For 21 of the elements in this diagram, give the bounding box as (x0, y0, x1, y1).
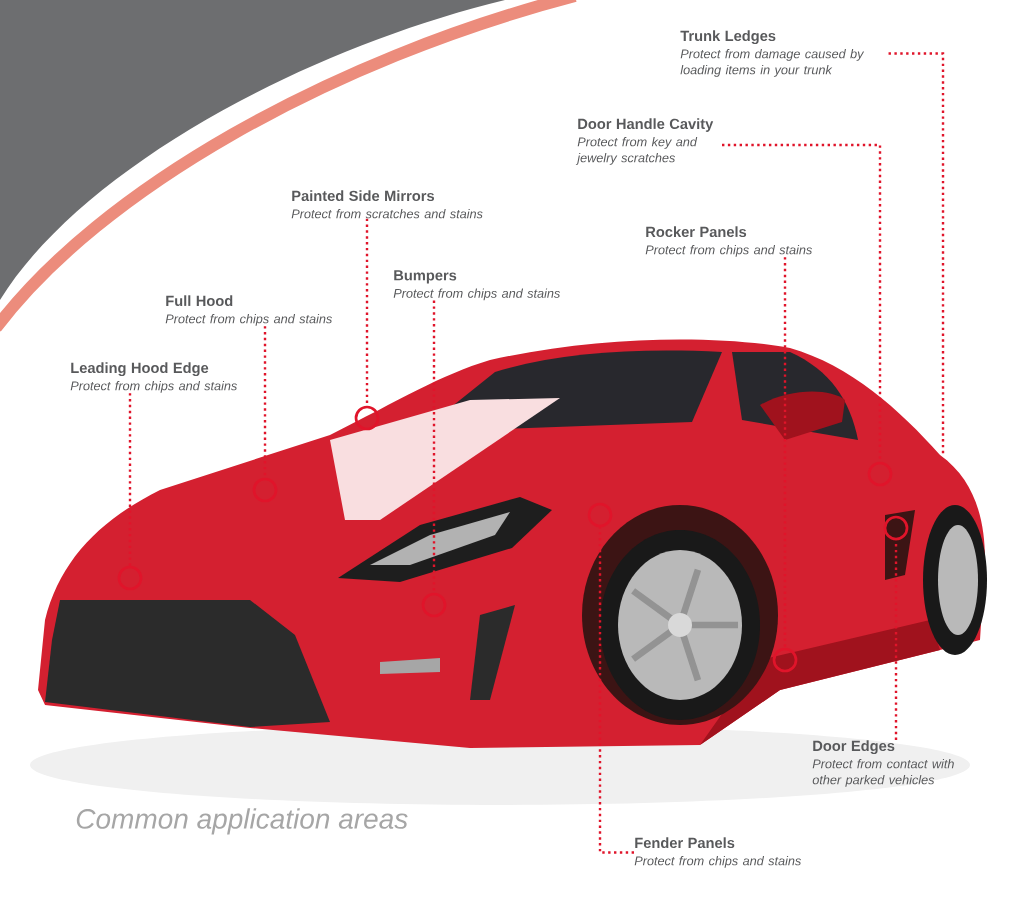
leader-line (722, 143, 882, 462)
callout-label: Full Hood Protect from chips and stains (165, 295, 333, 326)
leader-line (432, 300, 436, 593)
leader-line (365, 218, 369, 406)
callout-label: Painted Side Mirrors Protect from scratches and stains (291, 190, 483, 219)
leader-line (888, 52, 945, 455)
leader-line (598, 527, 634, 854)
callout-label: Door Edges Protect from contact with other parked vehicles (812, 740, 954, 787)
marker-circle (883, 515, 909, 541)
callout-label: Rocker Panels Protect from chips and stains (645, 226, 813, 257)
marker-circle (354, 405, 380, 431)
marker-circle (772, 647, 798, 673)
leader-line (128, 393, 132, 566)
callout-label: Trunk Ledges Protect from damage caused by loading items in your trunk (680, 30, 865, 77)
callout-label: Bumpers Protect from chips and stains (393, 270, 561, 301)
leader-line (894, 540, 898, 740)
callout-label: Door Handle Cavity Protect from key and jewelry scratches (575, 118, 714, 165)
callout-label: Fender Panels Protect from chips and stains (634, 837, 802, 868)
caption: Common application areas (76, 808, 408, 835)
callout-label: Leading Hood Edge Protect from chips and stains (70, 362, 238, 393)
leader-line (263, 326, 267, 478)
